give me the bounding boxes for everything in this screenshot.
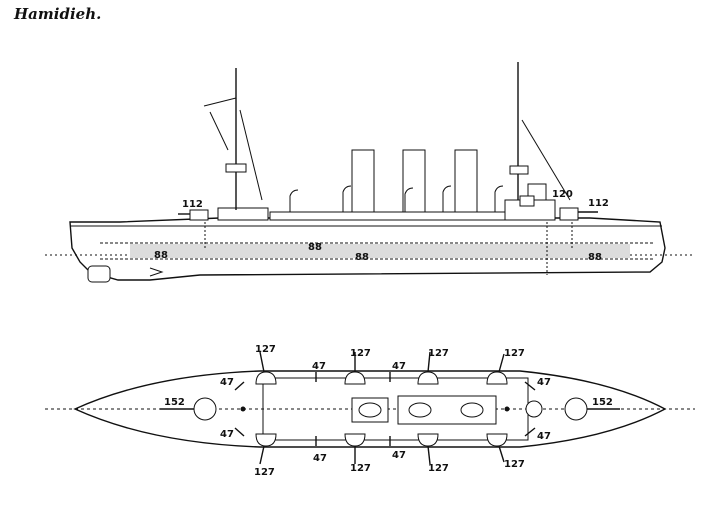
gun47-upper-stern bbox=[524, 381, 536, 391]
funnel-1 bbox=[351, 149, 375, 213]
ship-title: Hamidieh. bbox=[14, 5, 102, 23]
barrel-upper-4 bbox=[498, 353, 505, 373]
fore-yard bbox=[203, 97, 237, 107]
barrel-upper-1 bbox=[259, 351, 265, 373]
fwd-gun-mount bbox=[189, 209, 209, 221]
label-belt-fwd: 88 bbox=[154, 250, 168, 261]
barrel-lower-3 bbox=[427, 445, 431, 465]
main-fighting-top bbox=[509, 165, 529, 175]
fwd-superstructure bbox=[217, 207, 269, 221]
label-47-lower-1: 47 bbox=[220, 429, 234, 440]
side-profile: 112 112 120 88 88 88 88 bbox=[45, 62, 695, 283]
sponson-lower-3 bbox=[417, 433, 439, 447]
label-47-lower-2: 47 bbox=[313, 453, 327, 464]
bow-gun-mount bbox=[193, 397, 217, 421]
gun47-lower-stern bbox=[524, 427, 536, 437]
ventilator-2 bbox=[342, 185, 352, 212]
deck-plan: 152 152 127 127 127 127 127 127 127 127 … bbox=[45, 344, 695, 478]
funnel-3 bbox=[454, 149, 478, 213]
plan-funnel-3 bbox=[460, 402, 484, 418]
label-belt-mid: 88 bbox=[308, 242, 322, 253]
ventilator-1 bbox=[289, 189, 299, 212]
label-127-lower-2: 127 bbox=[350, 463, 371, 474]
aft-gun-mount-plan bbox=[525, 400, 543, 418]
sponson-lower-2 bbox=[344, 433, 366, 447]
label-gun-aft: 112 bbox=[588, 198, 609, 209]
gun47-lower-bow bbox=[234, 427, 245, 437]
propeller bbox=[149, 267, 164, 277]
label-127-upper-4: 127 bbox=[504, 348, 525, 359]
label-47-upper-1: 47 bbox=[220, 377, 234, 388]
barrel-lower-1 bbox=[259, 445, 265, 465]
barrel-upper-3 bbox=[427, 351, 431, 373]
label-47-lower-3: 47 bbox=[392, 450, 406, 461]
gun47-upper-bow bbox=[234, 381, 245, 391]
label-belt-mid2: 88 bbox=[355, 252, 369, 263]
label-127-upper-3: 127 bbox=[428, 348, 449, 359]
label-127-lower-3: 127 bbox=[428, 463, 449, 474]
mid-superstructure bbox=[269, 211, 521, 221]
label-127-upper-1: 127 bbox=[255, 344, 276, 355]
label-belt-aft: 88 bbox=[588, 252, 602, 263]
sponson-upper-3 bbox=[417, 371, 439, 385]
ventilator-5 bbox=[494, 185, 504, 212]
sponson-upper-2 bbox=[344, 371, 366, 385]
fore-mast-plan bbox=[240, 406, 246, 412]
ventilator-3 bbox=[404, 187, 414, 212]
fore-stay bbox=[239, 109, 263, 201]
label-47-upper-2: 47 bbox=[312, 361, 326, 372]
main-mast-plan bbox=[504, 406, 510, 412]
plan-hull bbox=[73, 370, 667, 448]
plan-funnel-1 bbox=[358, 402, 382, 418]
label-bow-gun: 152 bbox=[164, 397, 185, 408]
ventilator-4 bbox=[442, 185, 452, 212]
plan-funnel-2 bbox=[408, 402, 432, 418]
rudder bbox=[87, 265, 111, 283]
sponson-lower-4 bbox=[486, 433, 508, 447]
armor-belt bbox=[130, 244, 630, 258]
main-stay bbox=[521, 119, 571, 201]
sponson-upper-4 bbox=[486, 371, 508, 385]
funnel-2 bbox=[402, 149, 426, 213]
sponson-upper-1 bbox=[255, 371, 277, 385]
label-127-lower-1: 127 bbox=[254, 467, 275, 478]
label-127-upper-2: 127 bbox=[350, 348, 371, 359]
label-gun-120: 120 bbox=[552, 189, 573, 200]
label-47-lower-4: 47 bbox=[537, 431, 551, 442]
label-stern-gun: 152 bbox=[592, 397, 613, 408]
aft-gun-mount bbox=[559, 207, 579, 221]
label-47-upper-4: 47 bbox=[537, 377, 551, 388]
stern-gun-mount bbox=[564, 397, 588, 421]
barrel-lower-4 bbox=[498, 445, 505, 463]
fore-fighting-top bbox=[225, 163, 247, 173]
label-gun-fwd: 112 bbox=[182, 199, 203, 210]
label-47-upper-3: 47 bbox=[392, 361, 406, 372]
gun-120-mount bbox=[519, 195, 535, 207]
sponson-lower-1 bbox=[255, 433, 277, 447]
fore-derrick bbox=[209, 111, 229, 151]
label-127-lower-4: 127 bbox=[504, 459, 525, 470]
